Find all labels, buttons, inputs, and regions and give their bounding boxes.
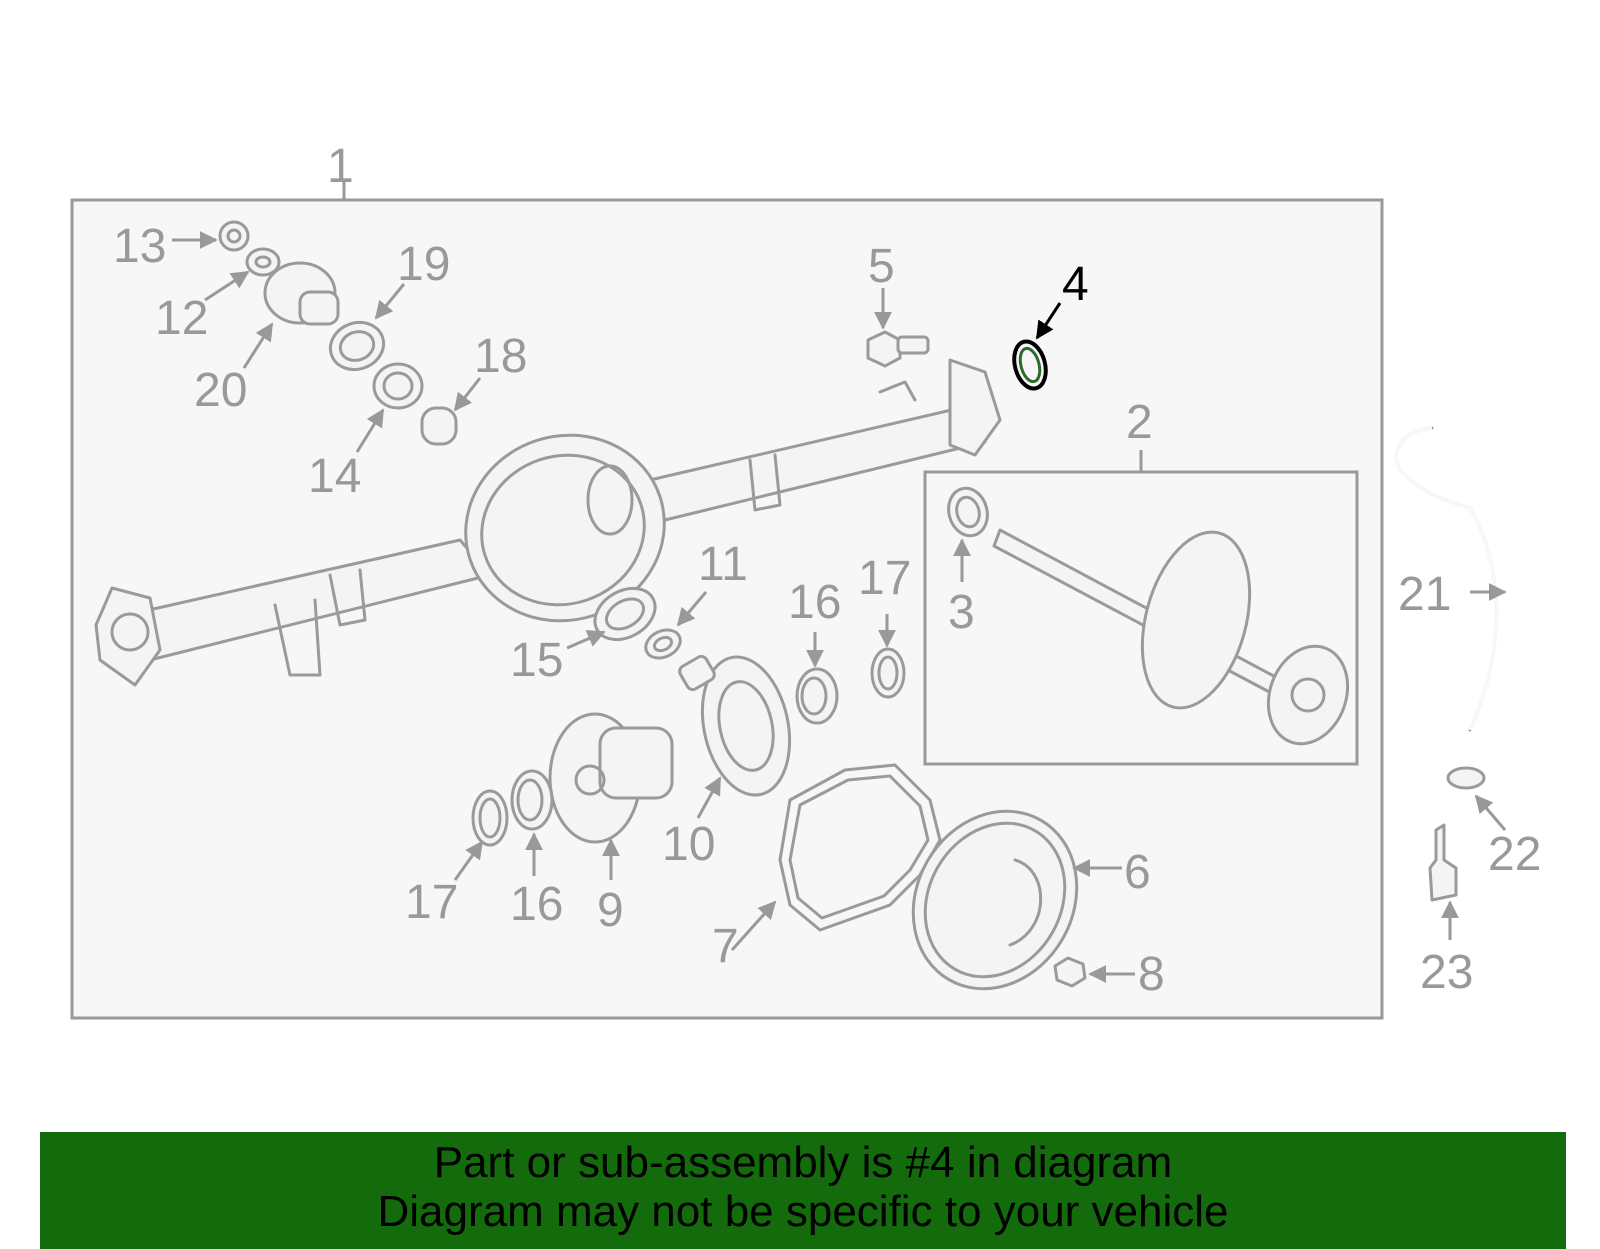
- callout-16-lower: 16: [510, 878, 563, 931]
- callout-23: 23: [1420, 946, 1473, 999]
- callout-19: 19: [397, 238, 450, 291]
- callout-22: 22: [1488, 828, 1541, 881]
- callout-18: 18: [474, 330, 527, 383]
- callout-11: 11: [698, 538, 748, 591]
- part-12-washer: [245, 247, 281, 277]
- part-3-seal: [947, 486, 989, 538]
- callout-3: 3: [948, 586, 975, 639]
- part-15-bearing: [593, 586, 657, 642]
- part-17-shim-lower: [471, 789, 509, 847]
- part-17-shim-upper: [870, 647, 906, 699]
- part-23-connector: [1428, 823, 1458, 902]
- part-8-bolt: [1053, 956, 1087, 988]
- part-16-bearing-upper: [795, 667, 839, 725]
- banner-line-2: Diagram may not be specific to your vehi…: [377, 1187, 1229, 1236]
- part-22-clip: [1446, 766, 1486, 790]
- callout-7: 7: [712, 920, 739, 973]
- part-16-bearing-lower: [510, 769, 554, 831]
- callout-5: 5: [868, 240, 895, 293]
- callout-17-lower: 17: [405, 876, 458, 929]
- part-10-ring-gear: [678, 654, 792, 797]
- callout-10: 10: [662, 818, 715, 871]
- axle-housing: [94, 358, 1002, 687]
- part-6-cover: [911, 809, 1079, 991]
- callout-16-upper: 16: [788, 576, 841, 629]
- part-9-differential-case: [548, 712, 674, 844]
- part-4-seal: [1012, 339, 1048, 391]
- part-18-spacer: [420, 406, 458, 446]
- part-20-flange: [263, 261, 340, 326]
- callout-1: 1: [327, 140, 354, 193]
- part-13-nut: [218, 220, 250, 252]
- part-21-vent-hose: [1394, 426, 1499, 732]
- axle-shaft: [992, 528, 1350, 746]
- callout-14: 14: [308, 450, 361, 503]
- callout-15: 15: [510, 634, 563, 687]
- part-11-shim: [644, 628, 682, 660]
- info-banner: Part or sub-assembly is #4 in diagram Di…: [40, 1132, 1566, 1249]
- part-5-bolt: [866, 330, 930, 368]
- callout-20: 20: [194, 364, 247, 417]
- callout-13: 13: [113, 220, 166, 273]
- callout-17-upper: 17: [858, 552, 911, 605]
- callout-6: 6: [1124, 846, 1151, 899]
- part-19-seal: [328, 320, 386, 372]
- part-14-bearing: [372, 362, 424, 410]
- callout-21: 21: [1398, 568, 1451, 621]
- callout-8: 8: [1138, 948, 1165, 1001]
- callout-2: 2: [1126, 396, 1153, 449]
- callout-12: 12: [155, 292, 208, 345]
- callout-4: 4: [1062, 258, 1089, 311]
- callout-9: 9: [597, 884, 624, 937]
- banner-line-1: Part or sub-assembly is #4 in diagram: [433, 1138, 1173, 1187]
